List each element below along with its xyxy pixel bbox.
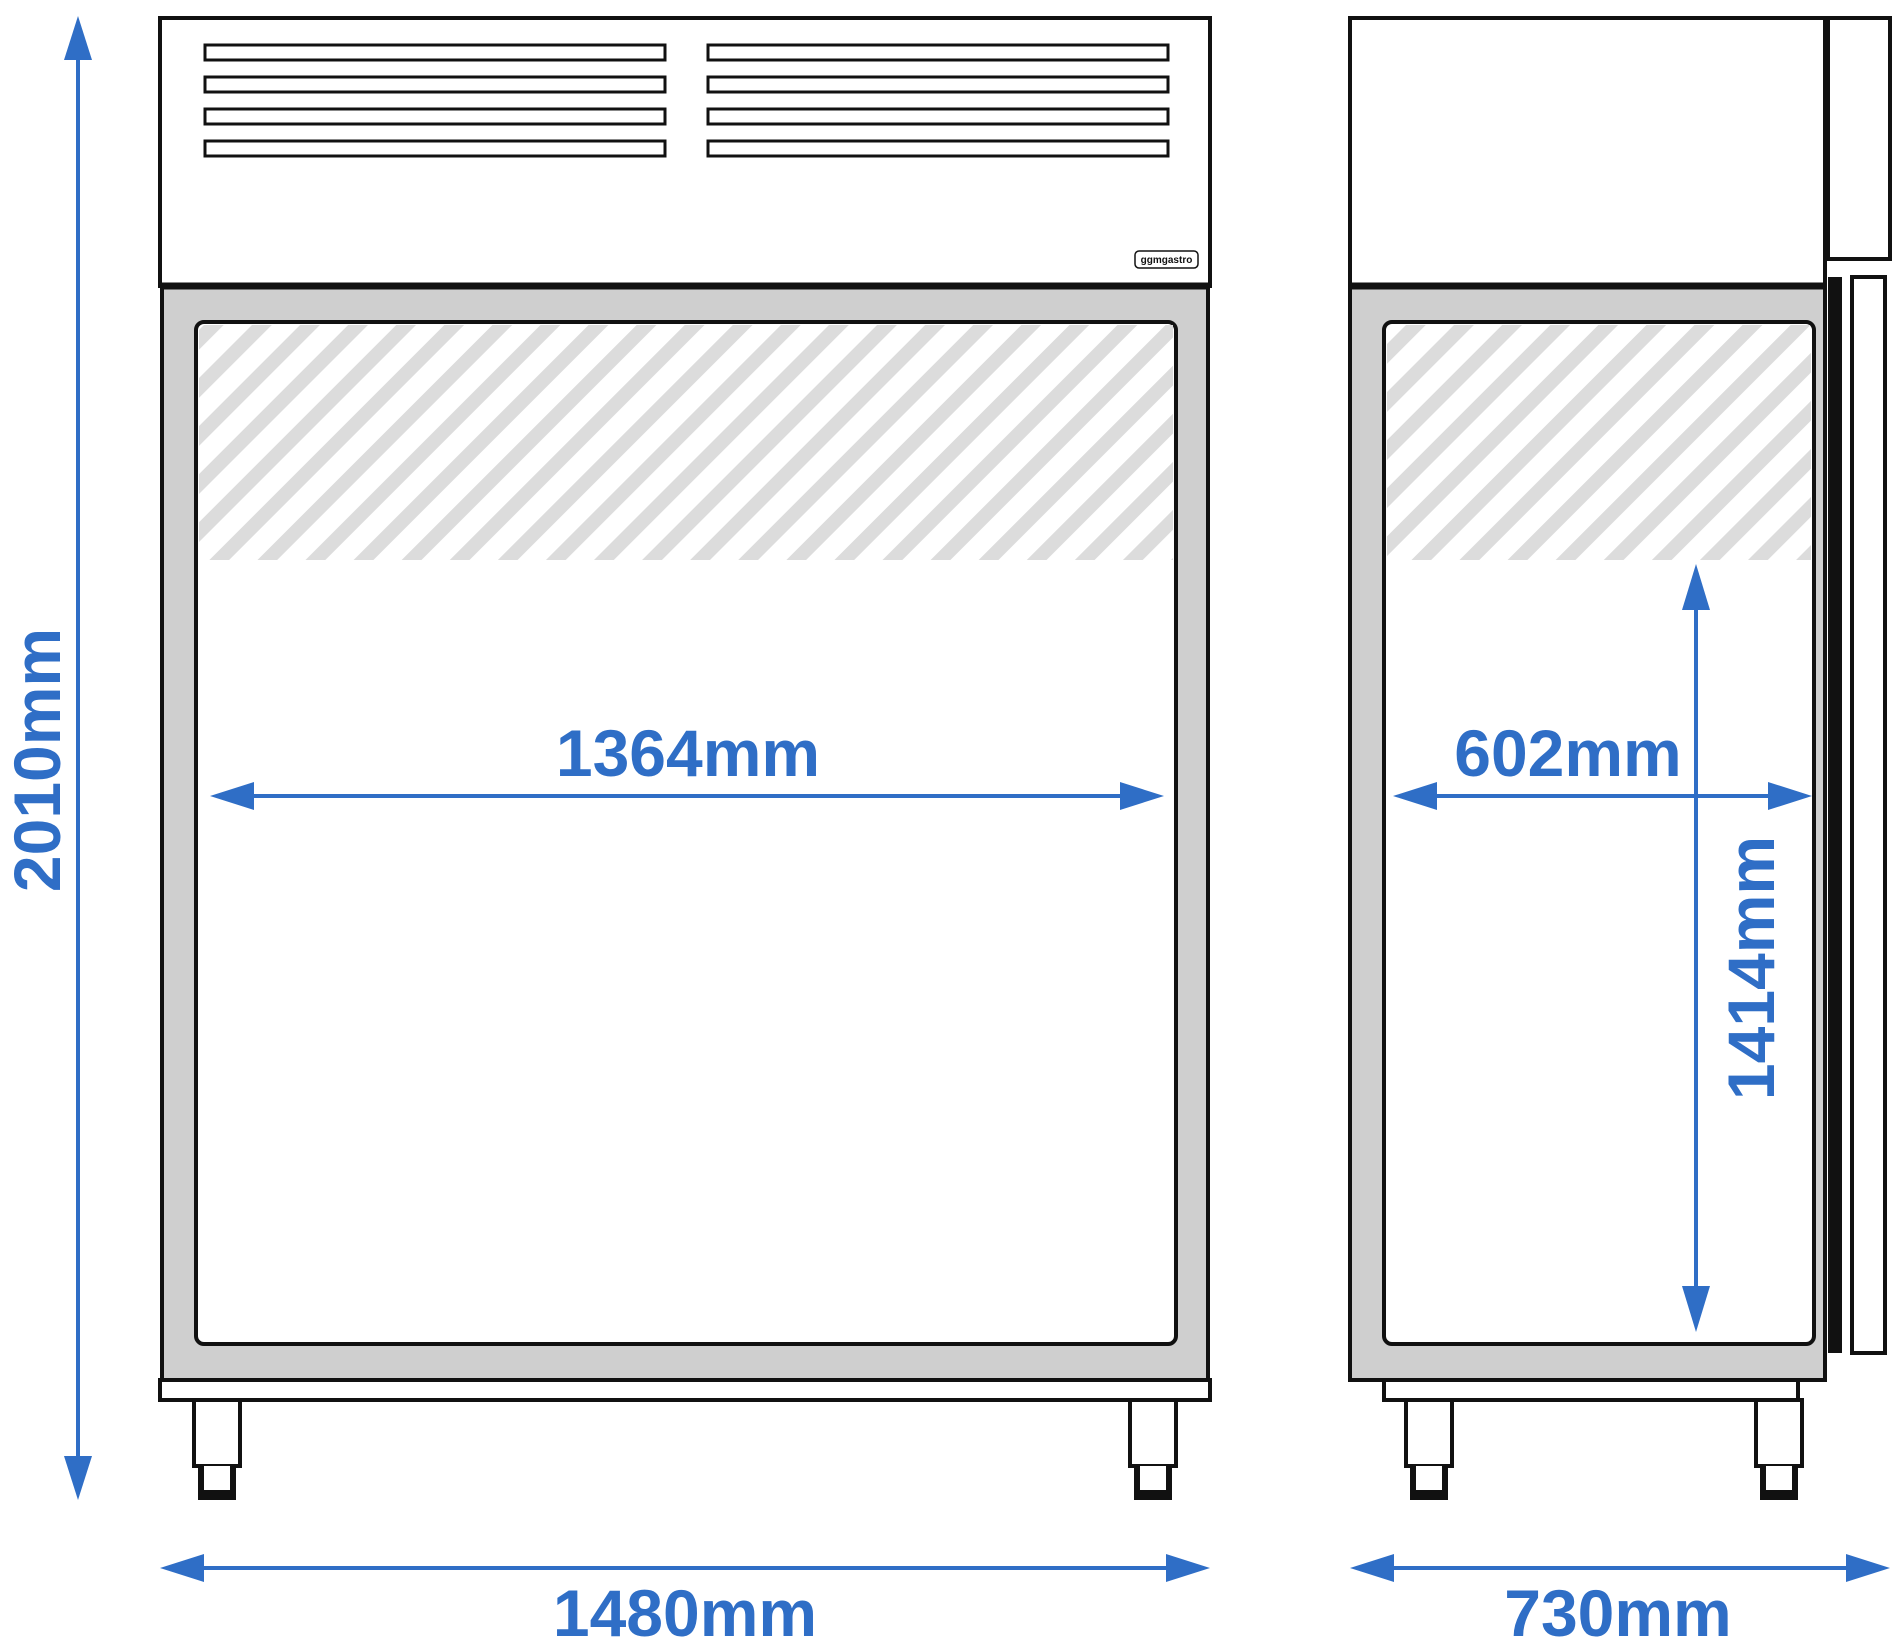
- side-feet: [1404, 1398, 1804, 1500]
- height-dimension: 2010mm: [0, 16, 92, 1500]
- inner-width-dimension: 1364mm: [210, 716, 1164, 810]
- front-view: ggmgastro: [158, 16, 1212, 1500]
- width-dimension: 1480mm: [160, 1554, 1210, 1641]
- side-view: [1348, 16, 1892, 1500]
- side-base-plinth: [1382, 1378, 1800, 1402]
- inner-height-dimension: 1414mm: [1682, 564, 1788, 1332]
- inner-depth-dimension-label: 602mm: [1454, 716, 1682, 790]
- front-feet: [192, 1398, 1178, 1500]
- inner-depth-dimension: 602mm: [1393, 716, 1812, 810]
- inner-height-dimension-label: 1414mm: [1714, 836, 1788, 1100]
- brand-logo-text: ggmgastro: [1141, 255, 1193, 266]
- brand-logo: ggmgastro: [1134, 250, 1199, 269]
- width-dimension-label: 1480mm: [553, 1576, 817, 1641]
- front-glass-panel: [194, 320, 1178, 1346]
- side-door-edge: [1828, 277, 1842, 1353]
- depth-dimension: 730mm: [1350, 1554, 1890, 1641]
- front-glass-hatch: [199, 325, 1173, 560]
- height-dimension-label: 2010mm: [0, 628, 74, 892]
- side-top-housing: [1348, 16, 1827, 288]
- depth-dimension-label: 730mm: [1504, 1576, 1732, 1641]
- side-glass-panel: [1382, 320, 1816, 1346]
- side-door-handle: [1850, 275, 1887, 1355]
- inner-width-dimension-label: 1364mm: [556, 716, 820, 790]
- side-glass-hatch: [1387, 325, 1811, 560]
- side-top-lip: [1826, 16, 1892, 261]
- front-base-plinth: [158, 1378, 1212, 1402]
- front-vent-grille: [203, 43, 1170, 158]
